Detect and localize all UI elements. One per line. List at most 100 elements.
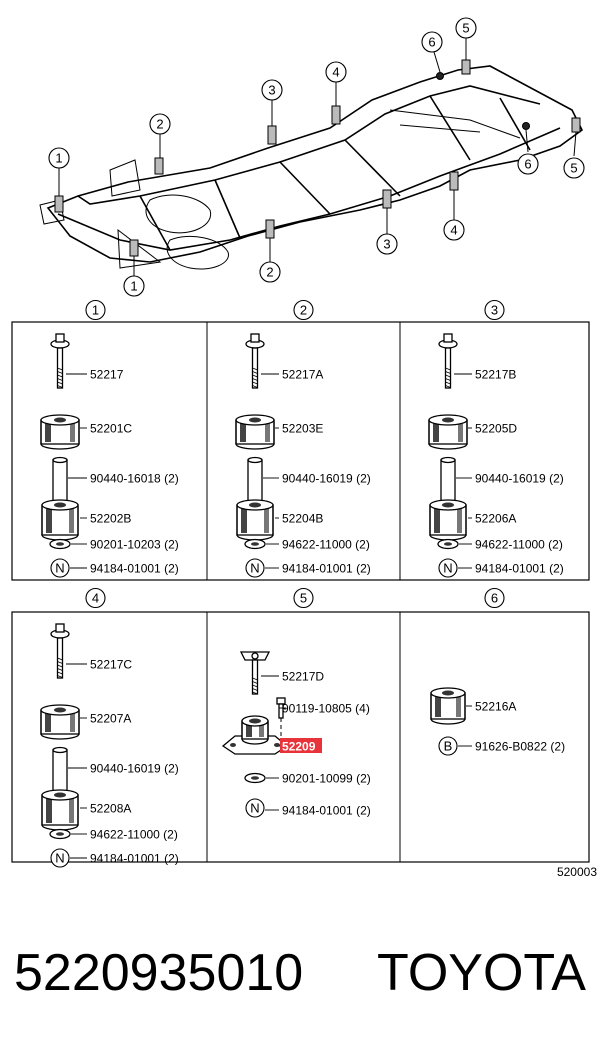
part-label[interactable]: 52216A	[475, 700, 516, 714]
part-label[interactable]: 94622-11000 (2)	[282, 538, 370, 552]
panel-row-border	[11, 321, 590, 581]
part-label[interactable]: 94184-01001 (2)	[475, 562, 564, 576]
part-label[interactable]: 90440-16018 (2)	[90, 472, 179, 486]
part-label[interactable]: 52217D	[282, 670, 324, 684]
frame-callout-3: 3	[376, 233, 398, 255]
badge-circle	[245, 798, 265, 818]
part-90119-10805: 90119-10805 (4)	[276, 697, 370, 738]
part-91626-B0822: B 91626-B0822 (2)	[438, 736, 565, 756]
part-label-highlighted[interactable]: 52209	[282, 740, 316, 754]
part-52202B: 52202B	[41, 499, 131, 541]
callout-circle	[85, 299, 106, 321]
badge-letter: B	[444, 739, 453, 754]
callout-number: 1	[130, 279, 137, 294]
callout-number: 3	[383, 237, 390, 252]
part-label[interactable]: 52217A	[282, 368, 323, 382]
callout-number: 4	[332, 65, 339, 80]
part-label[interactable]: 52201C	[90, 422, 132, 436]
callout-number: 5	[462, 21, 469, 36]
panel-header-number: 1	[85, 299, 106, 321]
part-label[interactable]: 52217	[90, 368, 124, 382]
callout-circle	[293, 587, 314, 609]
callout-circle	[484, 587, 505, 609]
brand-name: TOYOTA	[377, 944, 586, 1002]
part-label[interactable]: 52217B	[475, 368, 516, 382]
callout-circle	[484, 299, 505, 321]
part-label[interactable]: 90119-10805 (4)	[282, 702, 370, 716]
frame-callout-2: 2	[259, 261, 281, 283]
frame-callout-5: 5	[455, 17, 477, 39]
part-label[interactable]: 94622-11000 (2)	[475, 538, 563, 552]
frame-callout-6: 6	[421, 31, 443, 53]
badge-circle	[438, 558, 458, 578]
callout-number: 6	[524, 157, 531, 172]
callout-circle	[85, 587, 106, 609]
part-label[interactable]: 90201-10099 (2)	[282, 772, 371, 786]
badge-letter: N	[250, 561, 259, 576]
part-label[interactable]: 52208A	[90, 802, 131, 816]
part-90440-16019: 90440-16019 (2)	[247, 456, 371, 505]
frame-callout-1: 1	[123, 275, 145, 297]
part-label[interactable]: 52203E	[282, 422, 323, 436]
part-52206A: 52206A	[429, 499, 516, 541]
part-90201-10203: 90201-10203 (2)	[49, 538, 179, 552]
frame-callout-3: 3	[261, 79, 283, 101]
frame-callouts: 1 2 1 3 2 4 3 4 5 6 6 5	[48, 17, 585, 297]
part-label[interactable]: 94184-01001 (2)	[90, 852, 179, 866]
callout-number: 1	[92, 303, 99, 318]
badge-letter: N	[250, 801, 259, 816]
panel-4: 4 52217C 52207A 90440-16019 (2) 52208A 94622-…	[40, 587, 179, 868]
callout-number: 3	[491, 303, 498, 318]
callout-circle	[455, 17, 477, 39]
part-94622-11000: 94622-11000 (2)	[244, 538, 370, 552]
part-90440-16018: 90440-16018 (2)	[52, 456, 179, 505]
part-label[interactable]: 52217C	[90, 658, 132, 672]
callout-circle	[259, 261, 281, 283]
panel-header-number: 4	[85, 587, 106, 609]
badge-letter: N	[55, 851, 64, 866]
callout-number: 6	[428, 35, 435, 50]
part-label[interactable]: 90440-16019 (2)	[90, 762, 179, 776]
callout-number: 4	[450, 223, 457, 238]
part-52204B: 52204B	[236, 499, 323, 541]
part-label[interactable]: 90201-10203 (2)	[90, 538, 179, 552]
callout-circle	[293, 299, 314, 321]
part-94184-01001: N 94184-01001 (2)	[245, 558, 371, 578]
part-label[interactable]: 52202B	[90, 512, 131, 526]
panel-3: 3 52217B 52205D 90440-16019 (2) 52206A 94622-…	[428, 299, 564, 578]
badge-circle	[50, 558, 70, 578]
frame-callout-2: 2	[149, 113, 171, 135]
part-label[interactable]: 94622-11000 (2)	[90, 828, 178, 842]
part-label[interactable]: 90440-16019 (2)	[475, 472, 564, 486]
part-52217: 52217	[50, 333, 124, 389]
part-label[interactable]: 52204B	[282, 512, 323, 526]
part-52207A: 52207A	[40, 704, 131, 740]
part-number: 5220935010	[14, 944, 303, 1002]
part-52216A: 52216A	[430, 687, 516, 725]
part-label[interactable]: 91626-B0822 (2)	[475, 740, 565, 754]
part-label[interactable]: 94184-01001 (2)	[282, 562, 371, 576]
part-label[interactable]: 94184-01001 (2)	[90, 562, 179, 576]
callout-circle	[325, 61, 347, 83]
callout-circle	[517, 153, 539, 175]
frame-callout-1: 1	[48, 147, 70, 169]
callout-number: 2	[156, 117, 163, 132]
part-94622-11000: 94622-11000 (2)	[49, 828, 178, 842]
callout-number: 5	[570, 161, 577, 176]
part-label[interactable]: 52205D	[475, 422, 517, 436]
callout-number: 6	[491, 591, 498, 606]
part-label[interactable]: 52207A	[90, 712, 131, 726]
part-label[interactable]: 52206A	[475, 512, 516, 526]
part-52217D: 52217D	[239, 651, 324, 695]
part-label[interactable]: 94184-01001 (2)	[282, 804, 371, 818]
callout-circle	[48, 147, 70, 169]
part-52205D: 52205D	[428, 414, 517, 450]
callout-circle	[149, 113, 171, 135]
badge-circle	[245, 558, 265, 578]
callout-number: 3	[268, 83, 275, 98]
part-label[interactable]: 90440-16019 (2)	[282, 472, 371, 486]
